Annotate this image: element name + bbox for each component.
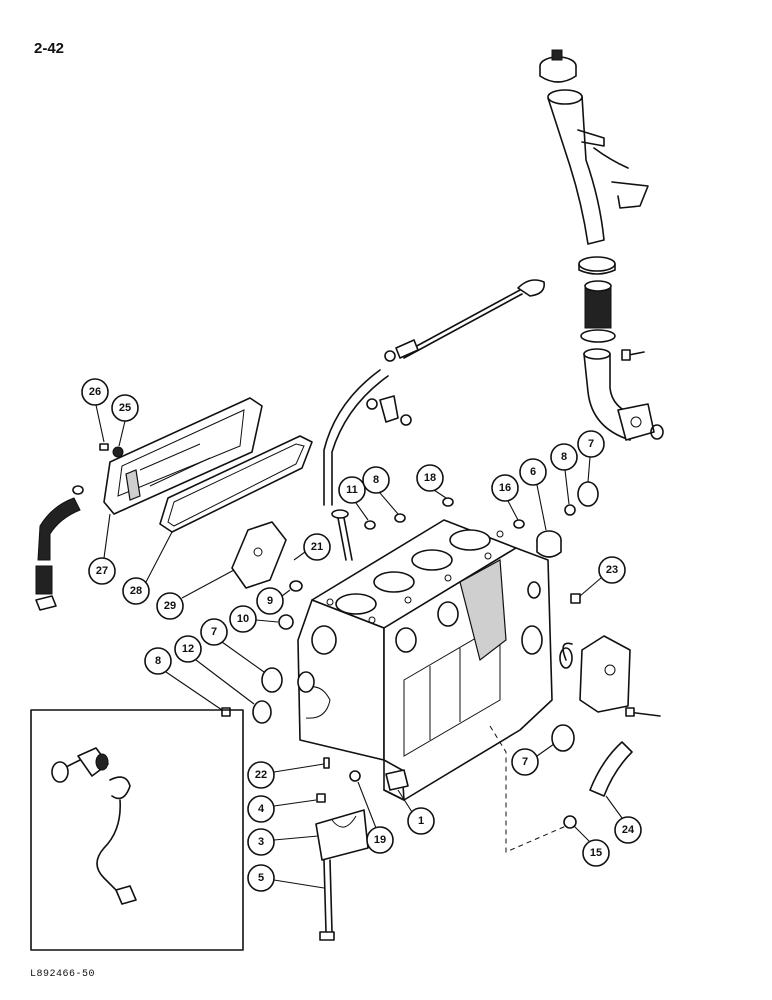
callout-25: 25 [111, 394, 139, 447]
svg-text:7: 7 [211, 626, 217, 638]
svg-text:8: 8 [155, 655, 161, 667]
callout-16: 16 [491, 474, 519, 521]
svg-text:10: 10 [237, 613, 249, 625]
svg-text:15: 15 [590, 847, 602, 859]
callout-3: 3 [247, 828, 319, 856]
callout-5: 5 [247, 864, 325, 892]
callout-1: 1 [397, 789, 435, 835]
svg-text:22: 22 [255, 769, 267, 781]
callout-29: 29 [156, 569, 235, 620]
svg-text:5: 5 [258, 872, 264, 884]
callout-15: 15 [573, 825, 610, 867]
svg-text:9: 9 [267, 595, 273, 607]
callout-23: 23 [579, 556, 626, 597]
svg-text:29: 29 [164, 600, 176, 612]
svg-text:21: 21 [311, 541, 323, 553]
svg-text:11: 11 [346, 484, 358, 496]
svg-text:12: 12 [182, 643, 194, 655]
svg-text:18: 18 [424, 472, 436, 484]
inset-block-heater [30, 709, 244, 951]
small-parts [221, 481, 661, 941]
svg-text:4: 4 [258, 803, 265, 815]
svg-text:24: 24 [622, 824, 635, 836]
callout-18: 18 [416, 464, 447, 499]
callout-26: 26 [81, 378, 109, 443]
svg-text:19: 19 [374, 834, 386, 846]
oil-filler-tube-assembly [539, 49, 664, 441]
svg-text:8: 8 [561, 451, 567, 463]
svg-text:8: 8 [373, 474, 379, 486]
valve-cover-assembly [35, 397, 313, 611]
callout-10: 10 [229, 605, 279, 633]
callout-22: 22 [247, 761, 325, 789]
svg-text:6: 6 [530, 466, 536, 478]
callout-9: 9 [256, 587, 291, 615]
callout-4: 4 [247, 795, 317, 823]
callout-8c: 8 [144, 647, 223, 711]
callout-7b: 7 [200, 618, 265, 673]
callout-12: 12 [174, 635, 255, 705]
svg-text:7: 7 [588, 438, 594, 450]
svg-text:7: 7 [522, 756, 528, 768]
cylinder-block [297, 519, 553, 801]
svg-text:16: 16 [499, 482, 511, 494]
callouts: 26 25 27 28 29 21 11 8 18 16 6 8 7 23 9 … [81, 378, 642, 892]
dipstick-assembly [323, 279, 546, 561]
svg-text:26: 26 [89, 386, 101, 398]
callout-11: 11 [338, 476, 369, 521]
svg-text:3: 3 [258, 836, 264, 848]
callout-28: 28 [122, 531, 173, 605]
callout-6: 6 [519, 458, 547, 531]
callout-24: 24 [605, 795, 642, 844]
svg-text:28: 28 [130, 585, 142, 597]
svg-text:23: 23 [606, 564, 618, 576]
callout-8a: 8 [362, 466, 399, 515]
figure-code: L892466-50 [30, 969, 96, 980]
callout-21: 21 [293, 533, 331, 561]
callout-8b: 8 [550, 443, 578, 505]
callout-7c: 7 [511, 743, 555, 776]
callout-19: 19 [357, 781, 394, 854]
callout-7a: 7 [577, 430, 605, 483]
svg-text:1: 1 [418, 815, 424, 827]
callout-27: 27 [88, 513, 116, 585]
svg-text:25: 25 [119, 402, 131, 414]
page-number: 2-42 [34, 40, 65, 57]
svg-text:27: 27 [96, 565, 108, 577]
